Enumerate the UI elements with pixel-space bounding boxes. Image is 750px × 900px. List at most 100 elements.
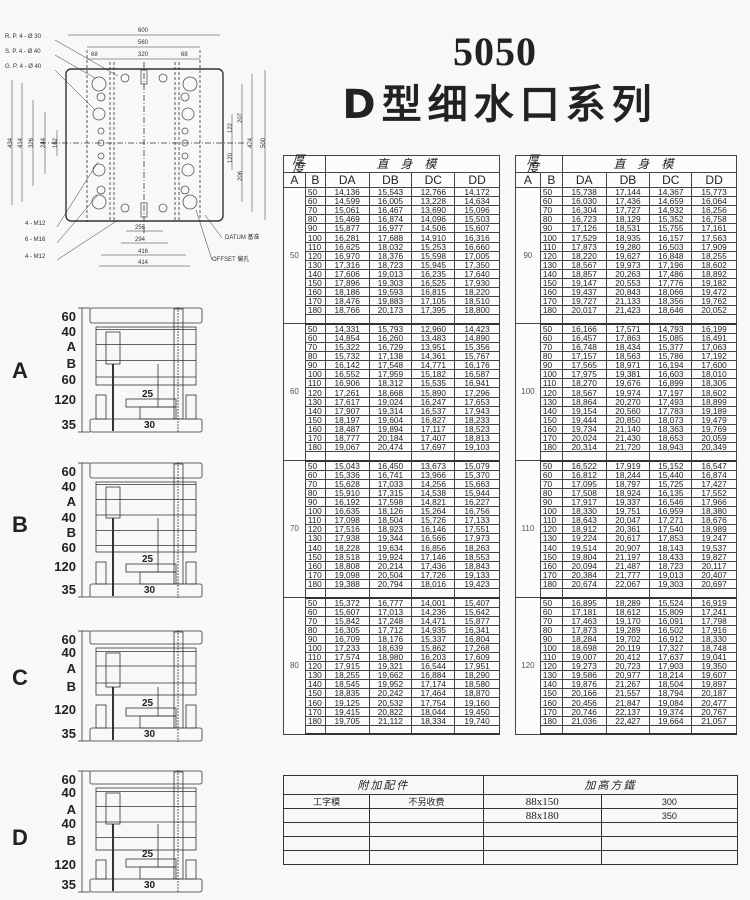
- price-cell: 20,407: [691, 569, 737, 580]
- price-cell: 16,502: [649, 624, 693, 635]
- price-cell: 15,793: [368, 323, 413, 334]
- b-value: 180: [304, 578, 326, 589]
- dimension-label: 122: [228, 122, 235, 134]
- side-view-dimension: 40: [61, 645, 76, 660]
- side-view-dimension: 40: [61, 510, 76, 525]
- b-value: 160: [539, 287, 563, 298]
- price-cell: 12,960: [411, 323, 456, 334]
- dimension-label: 120: [228, 152, 235, 164]
- price-cell: 21,487: [605, 560, 651, 571]
- b-value: 130: [539, 259, 563, 270]
- b-value: 110: [539, 378, 563, 389]
- a-value: 50: [283, 186, 306, 325]
- price-cell: 18,305: [691, 378, 737, 389]
- price-cell: 17,350: [454, 259, 500, 270]
- dimension-label: 414: [18, 137, 25, 149]
- accessory-cell: [600, 850, 739, 865]
- dimension-label: 474: [248, 137, 255, 149]
- price-cell: 21,057: [691, 715, 737, 726]
- b-value: 90: [539, 496, 563, 508]
- side-view-dimension: A: [66, 802, 76, 817]
- dimension-label: 244: [41, 137, 48, 149]
- column-header: DB: [368, 172, 413, 188]
- price-cell: 17,463: [561, 615, 607, 626]
- b-value: 150: [539, 688, 563, 699]
- price-cell: 18,143: [649, 542, 693, 553]
- b-value: 100: [539, 369, 563, 380]
- price-cell: 18,010: [691, 369, 737, 380]
- price-cell: 17,783: [649, 405, 693, 416]
- price-cell: 19,444: [561, 414, 607, 425]
- price-cell: 20,767: [691, 706, 737, 717]
- side-view-dimension: 35: [61, 726, 76, 741]
- side-view-dimension: B: [66, 833, 76, 848]
- b-value: 150: [304, 688, 326, 699]
- price-cell: 21,423: [605, 305, 651, 316]
- column-header: DC: [411, 172, 456, 188]
- accessory-cell: [282, 850, 371, 865]
- b-value: 50: [539, 597, 563, 608]
- dimension-label: 294: [135, 237, 146, 243]
- table-row: [282, 850, 739, 865]
- price-cell: 19,762: [691, 296, 737, 307]
- b-value: 70: [539, 478, 563, 489]
- price-cell: 18,270: [561, 378, 607, 389]
- b-value: 90: [539, 360, 563, 371]
- price-cell: 20,907: [605, 542, 651, 553]
- a-value: 80: [283, 597, 306, 735]
- side-view-dimension: 30: [144, 585, 156, 596]
- accessory-cell: [482, 836, 602, 851]
- price-cell: 15,890: [411, 387, 456, 398]
- price-cell: 17,436: [411, 560, 456, 571]
- b-value: 170: [304, 569, 326, 580]
- price-cell: 18,197: [324, 414, 370, 425]
- price-cell: 13,673: [411, 460, 456, 471]
- price-cell: 18,334: [411, 715, 456, 726]
- price-cell: 18,376: [368, 250, 413, 261]
- price-cell: 19,804: [561, 551, 607, 562]
- price-cell: 18,255: [691, 250, 737, 261]
- price-cell: 20,214: [368, 560, 413, 571]
- side-view-dimension: 30: [144, 880, 156, 891]
- b-value: 130: [539, 396, 563, 407]
- price-cell: 16,812: [561, 469, 607, 480]
- price-cell: 20,242: [368, 688, 413, 699]
- side-view-letter: C: [12, 665, 28, 690]
- b-value: 120: [304, 250, 326, 261]
- price-cell: 17,493: [649, 396, 693, 407]
- b-value: 180: [304, 305, 326, 316]
- b-value: 100: [539, 232, 563, 243]
- price-cell: 17,966: [691, 496, 737, 508]
- price-cell: 18,935: [605, 232, 651, 243]
- table-row: [282, 836, 739, 851]
- price-cell: 20,477: [691, 697, 737, 708]
- mold-side-view-drawing: [78, 770, 203, 893]
- price-cell: 18,531: [605, 223, 651, 234]
- price-cell: 17,427: [691, 478, 737, 489]
- dimension-label: G. P. 4 - Ø 40: [5, 64, 42, 70]
- column-header: DA: [561, 172, 607, 188]
- side-view-dimension: A: [66, 661, 76, 676]
- price-cell: 14,331: [324, 323, 370, 334]
